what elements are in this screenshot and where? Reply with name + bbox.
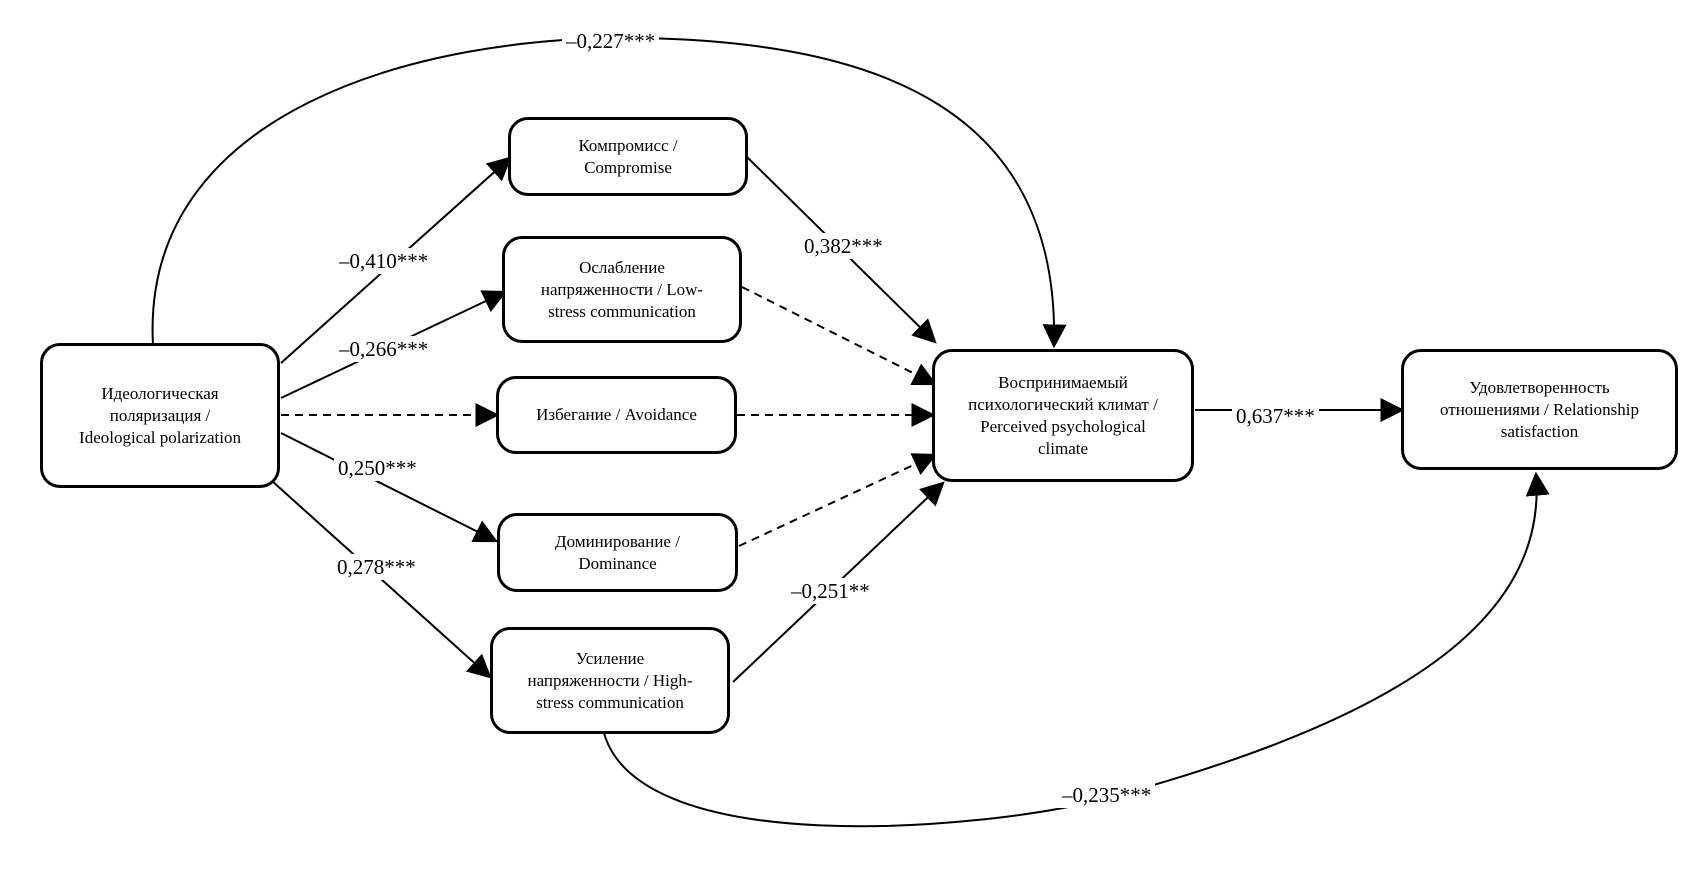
coef-polarization-compromise: –0,410*** — [335, 248, 433, 274]
node-ideological-polarization: Идеологическая поляризация / Ideological… — [40, 343, 280, 488]
node-high-stress-label: Усиление напряженности / High- stress co… — [527, 648, 693, 712]
node-avoidance: Избегание / Avoidance — [496, 376, 737, 454]
node-ideological-polarization-label: Идеологическая поляризация / Ideological… — [79, 383, 241, 447]
edge-high-stress-satisfaction — [603, 471, 1550, 828]
node-compromise-label: Компромисс / Compromise — [578, 135, 678, 177]
node-perceived-climate: Воспринимаемый психологический климат / … — [932, 349, 1194, 482]
edge-polarization-dominance — [280, 432, 499, 543]
node-low-stress-communication: Ослабление напряженности / Low- stress c… — [502, 236, 742, 343]
node-perceived-climate-label: Воспринимаемый психологический климат / … — [968, 372, 1158, 458]
node-dominance: Доминирование / Dominance — [497, 513, 738, 592]
node-low-stress-label: Ослабление напряженности / Low- stress c… — [540, 257, 704, 321]
coef-compromise-climate: 0,382*** — [800, 233, 887, 259]
coef-polarization-low-stress: –0,266*** — [335, 336, 433, 362]
edge-dominance-climate — [738, 453, 938, 547]
coef-polarization-dominance: 0,250*** — [334, 455, 421, 481]
coef-high-stress-climate: –0,251** — [787, 578, 874, 604]
coef-polarization-high-stress: 0,278*** — [333, 554, 420, 580]
node-compromise: Компромисс / Compromise — [508, 117, 748, 196]
coef-high-stress-satisfaction: –0,235*** — [1058, 782, 1156, 808]
node-dominance-label: Доминирование / Dominance — [555, 531, 680, 573]
node-relationship-satisfaction-label: Удовлетворенность отношениями / Relation… — [1440, 377, 1639, 441]
coef-climate-satisfaction: 0,637*** — [1232, 403, 1319, 429]
node-avoidance-label: Избегание / Avoidance — [536, 405, 697, 424]
coef-polarization-climate: –0,227*** — [562, 28, 660, 54]
node-relationship-satisfaction: Удовлетворенность отношениями / Relation… — [1401, 349, 1678, 470]
node-high-stress-communication: Усиление напряженности / High- stress co… — [490, 627, 730, 734]
edge-low-stress-climate — [741, 286, 938, 386]
